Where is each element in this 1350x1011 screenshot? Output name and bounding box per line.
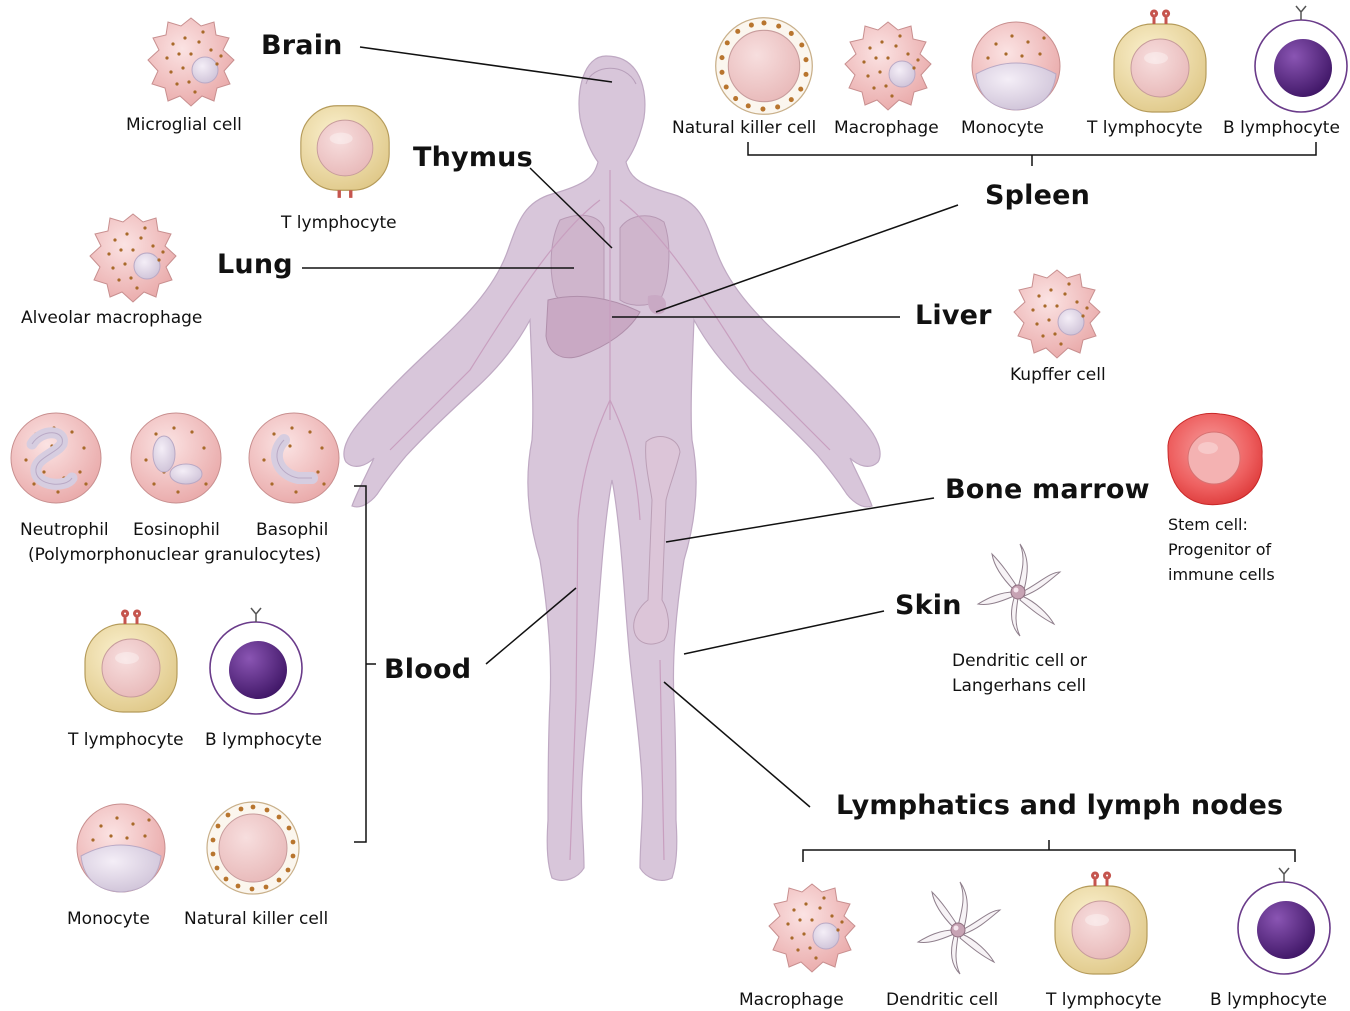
label-spleen-b-lymphocyte: B lymphocyte xyxy=(1223,118,1340,138)
blood-bracket xyxy=(354,486,376,842)
basophil-image xyxy=(249,413,339,503)
brain-leader xyxy=(360,47,612,82)
neutrophil-image xyxy=(11,413,101,503)
label-stem-cell-line3: immune cells xyxy=(1168,562,1275,587)
organ-label-lung: Lung xyxy=(217,249,293,280)
label-spleen-nk-cell: Natural killer cell xyxy=(672,118,816,138)
spleen-macrophage-image xyxy=(845,22,931,110)
blood-b-lymphocyte-image xyxy=(210,608,302,714)
spleen-t-lymphocyte-image xyxy=(1114,11,1206,112)
blood-monocyte-image xyxy=(77,804,165,892)
label-lymph-dendritic-cell: Dendritic cell xyxy=(886,990,998,1010)
organ-label-bone-marrow: Bone marrow xyxy=(945,474,1150,505)
lymph-bracket xyxy=(803,840,1295,862)
organ-label-thymus: Thymus xyxy=(413,142,533,173)
spleen-nk-cell-image xyxy=(716,18,813,115)
label-lymph-t-lymphocyte: T lymphocyte xyxy=(1046,990,1162,1010)
human-body-figure xyxy=(344,56,880,880)
blood-nk-cell-image xyxy=(207,802,299,894)
label-stem-cell-line2: Progenitor of xyxy=(1168,537,1271,562)
microglial-cell-image xyxy=(148,18,234,106)
label-lymph-macrophage: Macrophage xyxy=(739,990,844,1010)
organ-label-blood: Blood xyxy=(384,654,471,685)
stem-cell-image xyxy=(1168,413,1262,504)
label-lymph-b-lymphocyte: B lymphocyte xyxy=(1210,990,1327,1010)
organ-label-lymphatics: Lymphatics and lymph nodes xyxy=(836,790,1283,821)
blood-t-lymphocyte-image xyxy=(85,611,177,712)
label-dendritic-line1: Dendritic cell or xyxy=(952,651,1087,671)
eosinophil-image xyxy=(131,413,221,503)
label-blood-b-lymphocyte: B lymphocyte xyxy=(205,730,322,750)
label-blood-t-lymphocyte: T lymphocyte xyxy=(68,730,184,750)
spleen-monocyte-image xyxy=(972,22,1060,110)
organ-label-spleen: Spleen xyxy=(985,180,1090,211)
skin-dendritic-cell-image xyxy=(978,544,1060,636)
kupffer-cell-image xyxy=(1014,270,1100,358)
label-basophil: Basophil xyxy=(256,520,328,540)
lymph-t-lymphocyte-image xyxy=(1055,873,1147,974)
label-blood-monocyte: Monocyte xyxy=(67,909,150,929)
alveolar-macrophage-image xyxy=(90,214,176,302)
label-neutrophil: Neutrophil xyxy=(20,520,109,540)
brackets xyxy=(354,142,1316,862)
lymph-b-lymphocyte-image xyxy=(1238,868,1330,974)
body-silhouette xyxy=(344,56,880,880)
bone-marrow-leader xyxy=(666,498,934,542)
label-stem-cell-line1: Stem cell: xyxy=(1168,512,1248,537)
spleen-b-lymphocyte-image xyxy=(1255,6,1347,112)
label-microglial-cell: Microglial cell xyxy=(126,115,242,135)
spleen-bracket xyxy=(748,142,1316,166)
lymph-dendritic-cell-image xyxy=(918,882,1000,974)
skin-leader xyxy=(684,611,884,654)
label-blood-nk-cell: Natural killer cell xyxy=(184,909,328,929)
organ-label-skin: Skin xyxy=(895,590,962,621)
label-spleen-macrophage: Macrophage xyxy=(834,118,939,138)
label-granulocytes: (Polymorphonuclear granulocytes) xyxy=(28,545,321,565)
organ-label-brain: Brain xyxy=(261,30,343,61)
lymph-macrophage-image xyxy=(769,884,855,972)
lymph-leader xyxy=(664,682,810,807)
thymus-t-lymphocyte-image xyxy=(301,106,389,198)
label-alveolar-macrophage: Alveolar macrophage xyxy=(21,308,202,328)
label-dendritic-line2: Langerhans cell xyxy=(952,676,1086,696)
label-spleen-t-lymphocyte: T lymphocyte xyxy=(1087,118,1203,138)
organ-label-liver: Liver xyxy=(915,300,992,331)
label-eosinophil: Eosinophil xyxy=(133,520,220,540)
label-kupffer-cell: Kupffer cell xyxy=(1010,365,1106,385)
label-thymus-t-lymphocyte: T lymphocyte xyxy=(281,213,397,233)
label-spleen-monocyte: Monocyte xyxy=(961,118,1044,138)
